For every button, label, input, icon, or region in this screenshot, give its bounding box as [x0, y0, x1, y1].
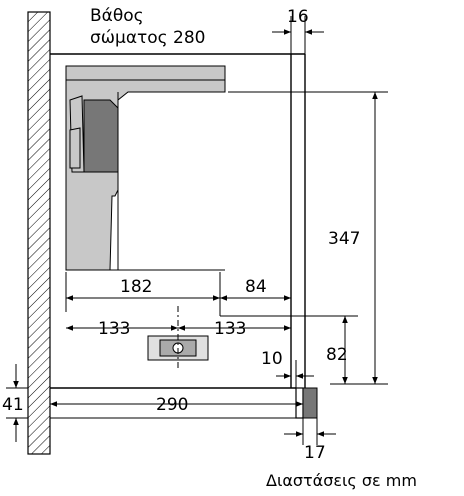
- dimension-17: 17: [304, 443, 326, 463]
- dimension-133-left: 133: [98, 319, 130, 339]
- dimension-290: 290: [156, 395, 188, 415]
- depth-label-line2: σώματος 280: [90, 28, 206, 48]
- dimension-16: 16: [287, 7, 309, 27]
- dimension-41: 41: [2, 395, 24, 415]
- depth-label-line1: Βάθος: [90, 6, 144, 26]
- dimension-182: 182: [120, 277, 152, 297]
- dimension-82: 82: [326, 345, 348, 365]
- dimension-84: 84: [245, 277, 267, 297]
- dimension-347: 347: [328, 229, 360, 249]
- wall: [27, 11, 51, 455]
- dimension-10: 10: [261, 349, 283, 369]
- fan-module: [147, 306, 209, 370]
- caption-units: Διαστάσεις σε mm: [266, 471, 417, 490]
- dimension-133-right: 133: [214, 319, 246, 339]
- dimension-lines: [6, 16, 388, 445]
- hood-body: [65, 65, 226, 271]
- cabinet-outline: [50, 53, 306, 388]
